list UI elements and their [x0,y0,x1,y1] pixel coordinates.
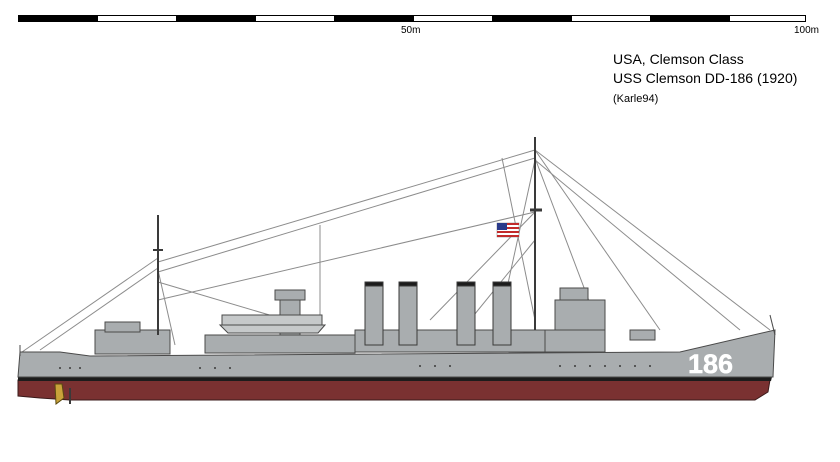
us-flag [496,222,520,238]
funnels [364,281,512,346]
funnel-2 [398,284,418,346]
propeller [54,383,65,405]
funnel-1 [364,284,384,346]
caption-author: (Karle94) [613,93,659,105]
scale-label-50m: 50m [401,25,421,36]
caption-ship-name: USS Clemson DD-186 (1920) [613,70,798,86]
scale-segment [729,15,806,22]
scale-bar [18,15,806,22]
masts [153,137,542,335]
rigging [21,149,771,353]
funnel-4 [492,284,512,346]
funnel-3 [456,284,476,346]
caption-class: USA, Clemson Class [613,51,744,67]
portholes [59,365,651,369]
scale-label-100m: 100m [794,25,820,36]
hull [17,314,776,405]
hull-number: 186 [688,349,733,379]
